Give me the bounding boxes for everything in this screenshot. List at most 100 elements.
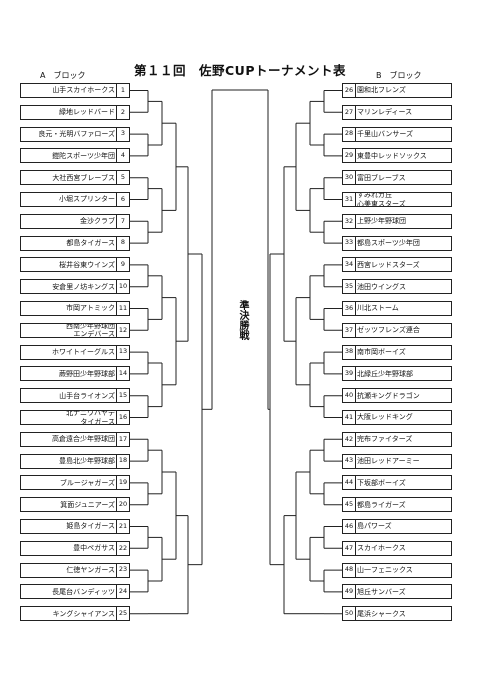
team-name: 仁徳ヤンガース [66, 566, 115, 575]
team-name: 桜井谷東ウインズ [59, 260, 115, 269]
team-number: 32 [343, 214, 356, 228]
semifinal-label: 準決勝戦 [237, 300, 248, 340]
team-name: 西南少年野球団 [66, 322, 115, 331]
team-name: 都島ライガーズ [357, 500, 406, 509]
team-number: 18 [116, 454, 129, 468]
team-name: 旭丘サンバーズ [357, 587, 406, 596]
team-number: 43 [343, 454, 356, 468]
team-name: 豊島北少年野球部 [59, 457, 115, 466]
team-number: 22 [116, 541, 129, 555]
team-number: 50 [343, 607, 356, 621]
team-number: 23 [116, 563, 129, 577]
team-name-line2: タイガース [80, 417, 115, 425]
team-name: 小堀スプリンター [59, 195, 115, 204]
team-name: すみれガ丘 [357, 192, 392, 200]
team-number: 49 [343, 585, 356, 599]
team-name: スカイホークス [357, 544, 406, 553]
team-number: 38 [343, 345, 356, 359]
team-number: 5 [116, 171, 129, 185]
team-number: 36 [343, 302, 356, 315]
team-name: 高倉遠合少年野球団 [52, 435, 115, 444]
team-number: 1 [116, 84, 129, 97]
team-name: 市岡アトミック [66, 304, 115, 313]
block-a-label: A ブロック [40, 71, 86, 80]
team-number: 11 [116, 302, 129, 315]
team-number: 33 [343, 236, 356, 250]
team-name: 鎧陀スポーツ少年団 [52, 151, 115, 160]
team-name: 蕨野田少年野球部 [59, 369, 115, 378]
team-name-line2: 心美東スターズ [357, 199, 406, 207]
team-number: 26 [343, 84, 356, 97]
team-number: 27 [343, 105, 356, 119]
team-name: 長尾台バンディッツ [52, 587, 115, 596]
team-name: ブルージャガーズ [59, 478, 115, 487]
team-number: 8 [116, 236, 129, 250]
team-number: 40 [343, 389, 356, 403]
team-name: 安倉里ノ坊キングス [52, 282, 115, 291]
team-name: 富田ブレーブス [357, 173, 406, 182]
team-number: 31 [343, 193, 356, 206]
team-number: 46 [343, 520, 356, 533]
team-name: 川北ストーム [357, 304, 399, 313]
team-name: 都島スポーツ少年団 [357, 239, 420, 248]
team-name: マリンレディース [357, 108, 413, 117]
team-number: 3 [116, 127, 129, 141]
team-name: 千里山バンサーズ [357, 130, 413, 139]
team-name: 姫島タイガース [66, 522, 115, 531]
team-name: 都島タイガース [66, 239, 115, 248]
team-number: 10 [116, 280, 129, 294]
team-number: 13 [116, 345, 129, 359]
team-number: 25 [116, 607, 129, 621]
team-name: 北ナニワハヤテ [66, 410, 115, 418]
team-name: 北緑丘少年野球部 [357, 369, 413, 378]
team-name: 大社西宮ブレーブス [52, 173, 115, 182]
team-number: 14 [116, 367, 129, 381]
team-number: 30 [343, 171, 356, 185]
team-number: 6 [116, 193, 129, 206]
team-name: 緑地レッドバード [59, 108, 115, 117]
team-name: 箕面ジュニアーズ [60, 500, 115, 509]
team-number: 41 [343, 411, 356, 424]
team-name: ホワイトイーグルス [52, 348, 115, 357]
team-name-line2: エンデバース [73, 330, 115, 338]
team-name: 西宮レッドスターズ [357, 260, 420, 269]
team-number: 42 [343, 432, 356, 446]
team-number: 15 [116, 389, 129, 403]
team-number: 45 [343, 498, 356, 512]
team-name: 山一フェニックス [357, 566, 413, 575]
